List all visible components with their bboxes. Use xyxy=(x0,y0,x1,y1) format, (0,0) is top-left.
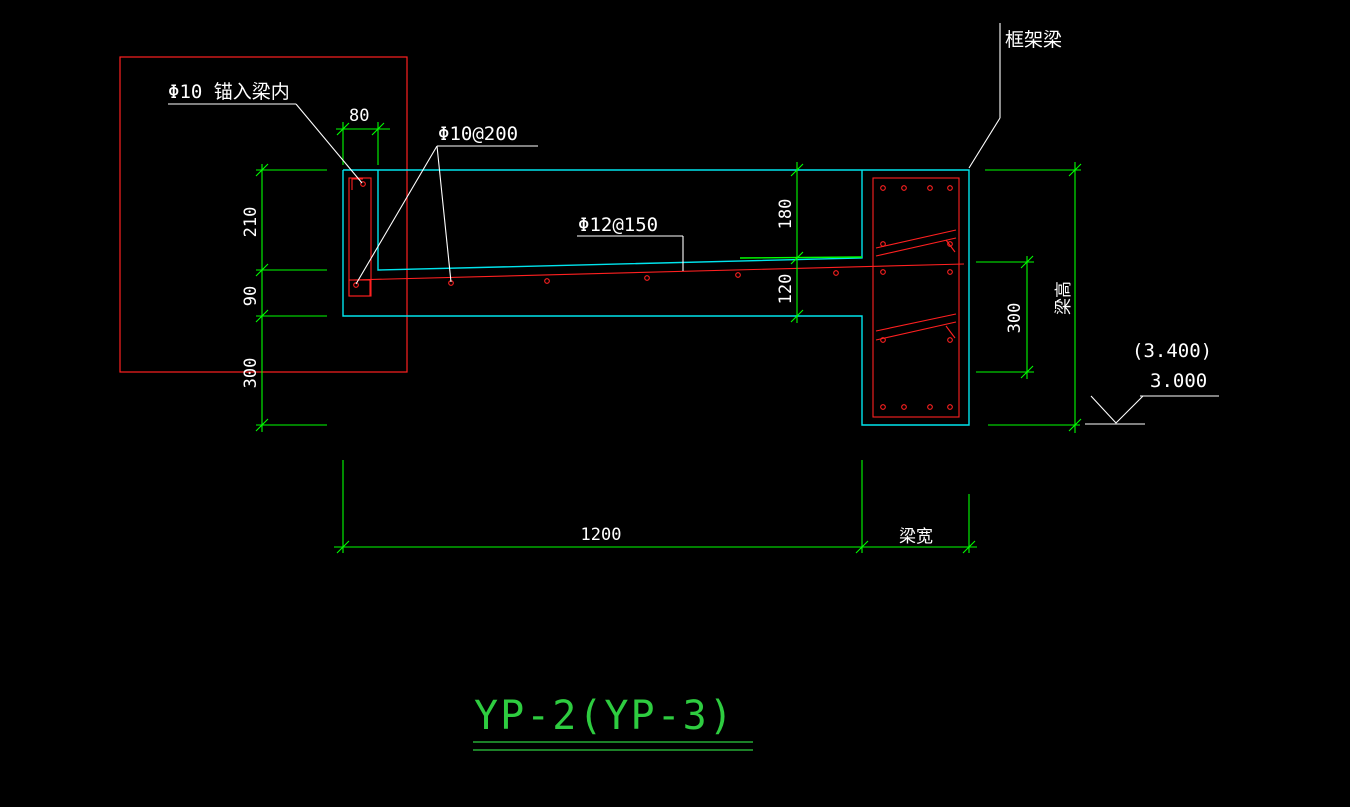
dim-120: 120 xyxy=(776,274,796,305)
concrete-outline xyxy=(342,169,970,426)
beam-height-label: 梁高 xyxy=(1054,281,1074,315)
slab-top-green-edge xyxy=(739,256,863,259)
dimension-lines xyxy=(255,122,1082,554)
dim-300-left: 300 xyxy=(241,358,261,389)
dim-90: 90 xyxy=(241,286,261,306)
dim-80: 80 xyxy=(349,106,369,126)
elevation-lower-label: 3.000 xyxy=(1150,370,1207,392)
rebar-anchor-label: Φ10 锚入梁内 xyxy=(168,81,290,103)
rebar-slab-label: Φ12@150 xyxy=(578,214,658,236)
dim-1200: 1200 xyxy=(581,525,622,545)
left-wall-outline xyxy=(119,56,408,373)
elevation-upper-label: (3.400) xyxy=(1132,340,1212,362)
dim-300-right: 300 xyxy=(1005,303,1025,334)
beam-width-label: 梁宽 xyxy=(899,527,933,547)
dim-210: 210 xyxy=(241,207,261,238)
leader-lines xyxy=(168,23,1219,425)
dim-180: 180 xyxy=(776,199,796,230)
rebar-dots xyxy=(353,181,953,410)
rebar-stirrup-label: Φ10@200 xyxy=(438,123,518,145)
drawing-title: YP-2(YP-3) xyxy=(474,693,735,739)
rebar-group xyxy=(348,177,965,418)
frame-beam-label: 框架梁 xyxy=(1005,29,1062,51)
